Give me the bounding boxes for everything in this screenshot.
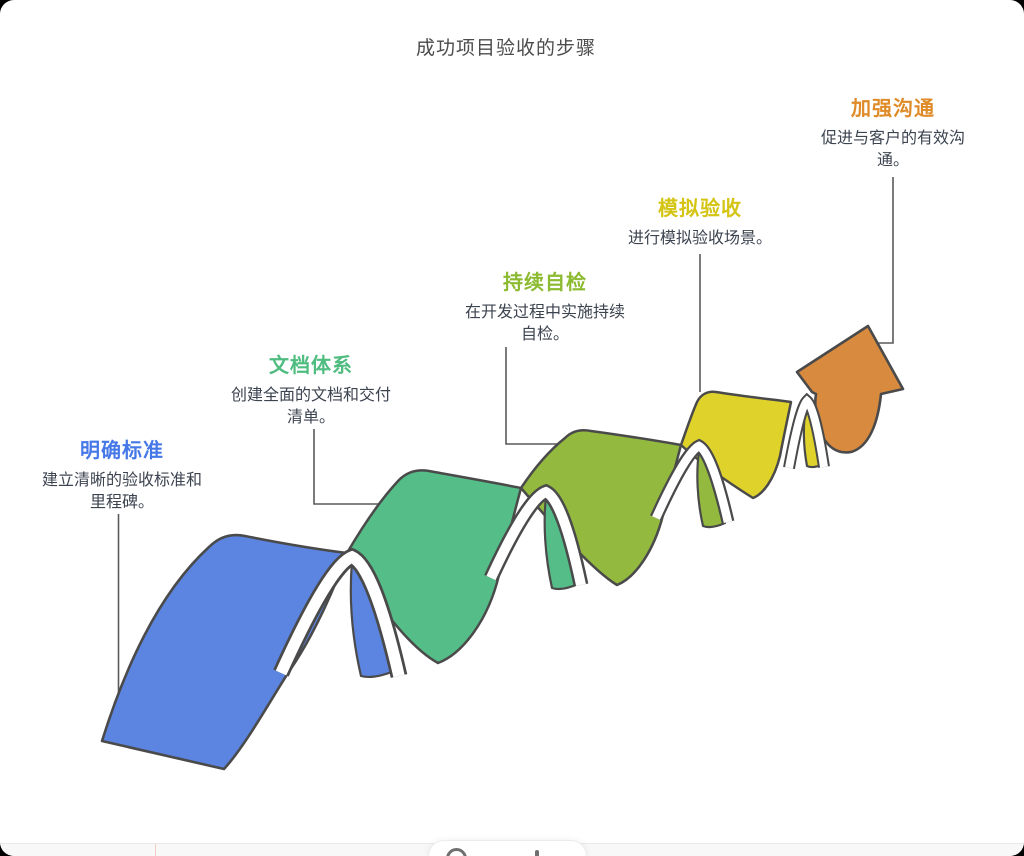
step-description-3: 在开发过程中实施持续自检。 bbox=[464, 304, 625, 343]
ribbon-arrow bbox=[795, 324, 905, 454]
step-description-5: 促进与客户的有效沟通。 bbox=[820, 130, 965, 169]
step-label-3: 持续自检 在开发过程中实施持续自检。 bbox=[459, 266, 631, 345]
step-title-4: 模拟验收 bbox=[658, 198, 742, 220]
ribbon-gap-core-3 bbox=[652, 441, 733, 523]
step-description-4: 进行模拟验收场景。 bbox=[627, 230, 772, 247]
step-label-1: 明确标准 建立清晰的验收标准和里程碑。 bbox=[36, 434, 208, 513]
ribbon-gap-core-4 bbox=[785, 395, 828, 469]
connector-line-3 bbox=[505, 347, 557, 445]
floating-toolbar[interactable] bbox=[428, 840, 587, 856]
step-label-5: 加强沟通 促进与客户的有效沟通。 bbox=[817, 92, 969, 171]
step-description-1: 建立清晰的验收标准和里程碑。 bbox=[41, 472, 202, 511]
step-title-2: 文档体系 bbox=[269, 355, 353, 377]
ribbon-crest-1 bbox=[100, 533, 349, 771]
connector-lines bbox=[117, 177, 894, 693]
connector-line-5 bbox=[876, 177, 894, 344]
page-title: 成功项目验收的步骤 bbox=[415, 38, 596, 59]
ribbon-crest-4 bbox=[679, 390, 793, 500]
ribbon-gap-core-2 bbox=[486, 486, 586, 587]
ribbon-gap-core-1 bbox=[275, 550, 405, 678]
step-title-3: 持续自检 bbox=[503, 272, 587, 294]
step-label-2: 文档体系 创建全面的文档和交付清单。 bbox=[225, 349, 397, 428]
step-description-2: 创建全面的文档和交付清单。 bbox=[230, 387, 391, 426]
step-title-5: 加强沟通 bbox=[851, 98, 935, 120]
bottom-bar-divider bbox=[155, 844, 156, 856]
ribbon-crest-3 bbox=[519, 429, 683, 587]
ribbon-segment-3 bbox=[519, 429, 735, 587]
circle-icon bbox=[446, 848, 467, 856]
ribbon-segment-4 bbox=[679, 390, 830, 500]
connector-line-2 bbox=[313, 429, 378, 505]
ribbon-segment-1 bbox=[100, 533, 408, 771]
step-label-4: 模拟验收 进行模拟验收场景。 bbox=[620, 192, 780, 250]
step-title-1: 明确标准 bbox=[80, 440, 164, 462]
handle-icon bbox=[535, 850, 539, 856]
